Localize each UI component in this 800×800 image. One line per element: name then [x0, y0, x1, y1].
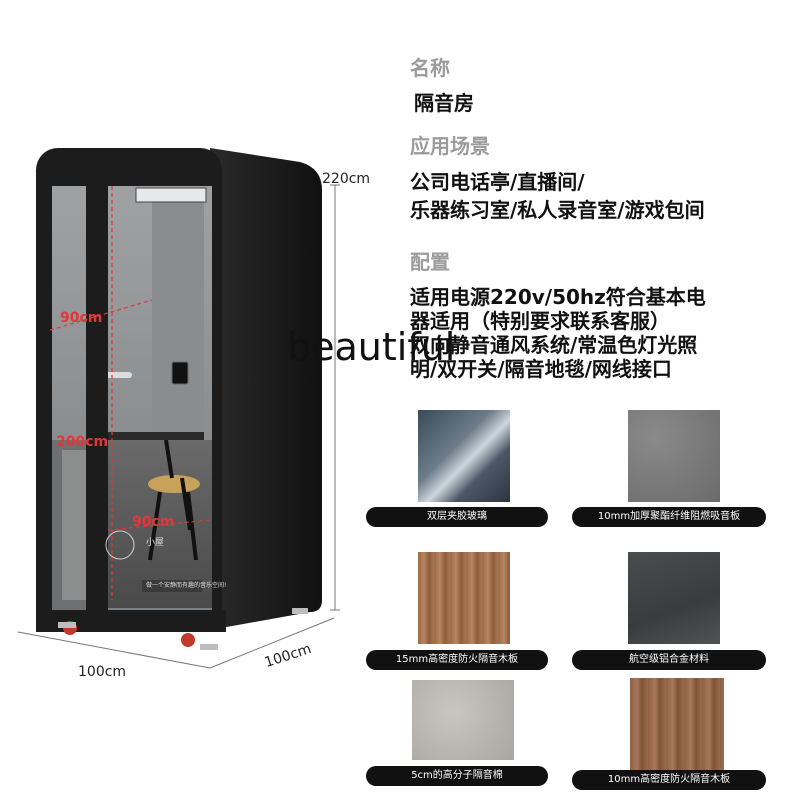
aluminium-swatch-icon [628, 552, 720, 644]
width-dim-line [17, 631, 211, 669]
material-label: 5cm的高分子隔音棉 [366, 766, 548, 786]
logo-circle [105, 530, 135, 560]
outer-width-label: 100cm [78, 664, 127, 680]
config-line: 明/双开关/隔音地毯/网线接口 [410, 357, 672, 381]
material-label: 10mm加厚聚酯纤维阻燃吸音板 [572, 507, 766, 527]
height-label: 220cm [322, 171, 371, 187]
door-lock [171, 361, 189, 385]
material-label: 双层夹胶玻璃 [366, 507, 548, 527]
config-line: 器适用（特别要求联系客服） [410, 309, 670, 333]
wood-swatch-icon [418, 552, 510, 644]
material-label: 航空级铝合金材料 [572, 650, 766, 670]
config-heading: 配置 [410, 250, 450, 274]
ceiling-light [135, 187, 207, 203]
scene-heading: 应用场景 [410, 134, 490, 158]
depth-dim-line [209, 617, 335, 669]
booth-base [36, 610, 226, 632]
config-line: 适用电源220v/50hz符合基本电 [410, 285, 706, 309]
cotton-swatch-icon [412, 680, 514, 760]
door-sign-strip [142, 580, 202, 592]
inner-width-line [49, 299, 153, 331]
material-label: 15mm高密度防火隔音木板 [366, 650, 548, 670]
inner-depth-line [107, 519, 211, 531]
watermark-text: beautiful [287, 325, 456, 369]
door-sign-text: 做一个安静而有趣的音乐空间! [146, 582, 227, 589]
inner-depth-label: 90cm [132, 514, 175, 530]
glass-swatch-icon [418, 410, 510, 502]
door-height-label: 200cm [56, 434, 109, 450]
chair-seat [148, 475, 200, 493]
scene-line: 乐器练习室/私人录音室/游戏包间 [410, 198, 705, 222]
inner-width-label: 90cm [60, 310, 103, 326]
config-line: 双向静音通风系统/常温色灯光照 [410, 333, 698, 357]
logo-text: 小屋 [146, 538, 165, 548]
chair-frame [148, 439, 198, 561]
felt-swatch-icon [628, 410, 720, 502]
name-value: 隔音房 [414, 91, 474, 115]
wood-swatch-icon [630, 678, 724, 770]
material-label: 10mm高密度防火隔音木板 [572, 770, 766, 790]
scene-line: 公司电话亭/直播间/ [410, 170, 585, 194]
booth-side-panel [210, 148, 322, 630]
leveling-foot [58, 608, 308, 650]
desk [108, 432, 204, 440]
name-heading: 名称 [410, 56, 450, 80]
